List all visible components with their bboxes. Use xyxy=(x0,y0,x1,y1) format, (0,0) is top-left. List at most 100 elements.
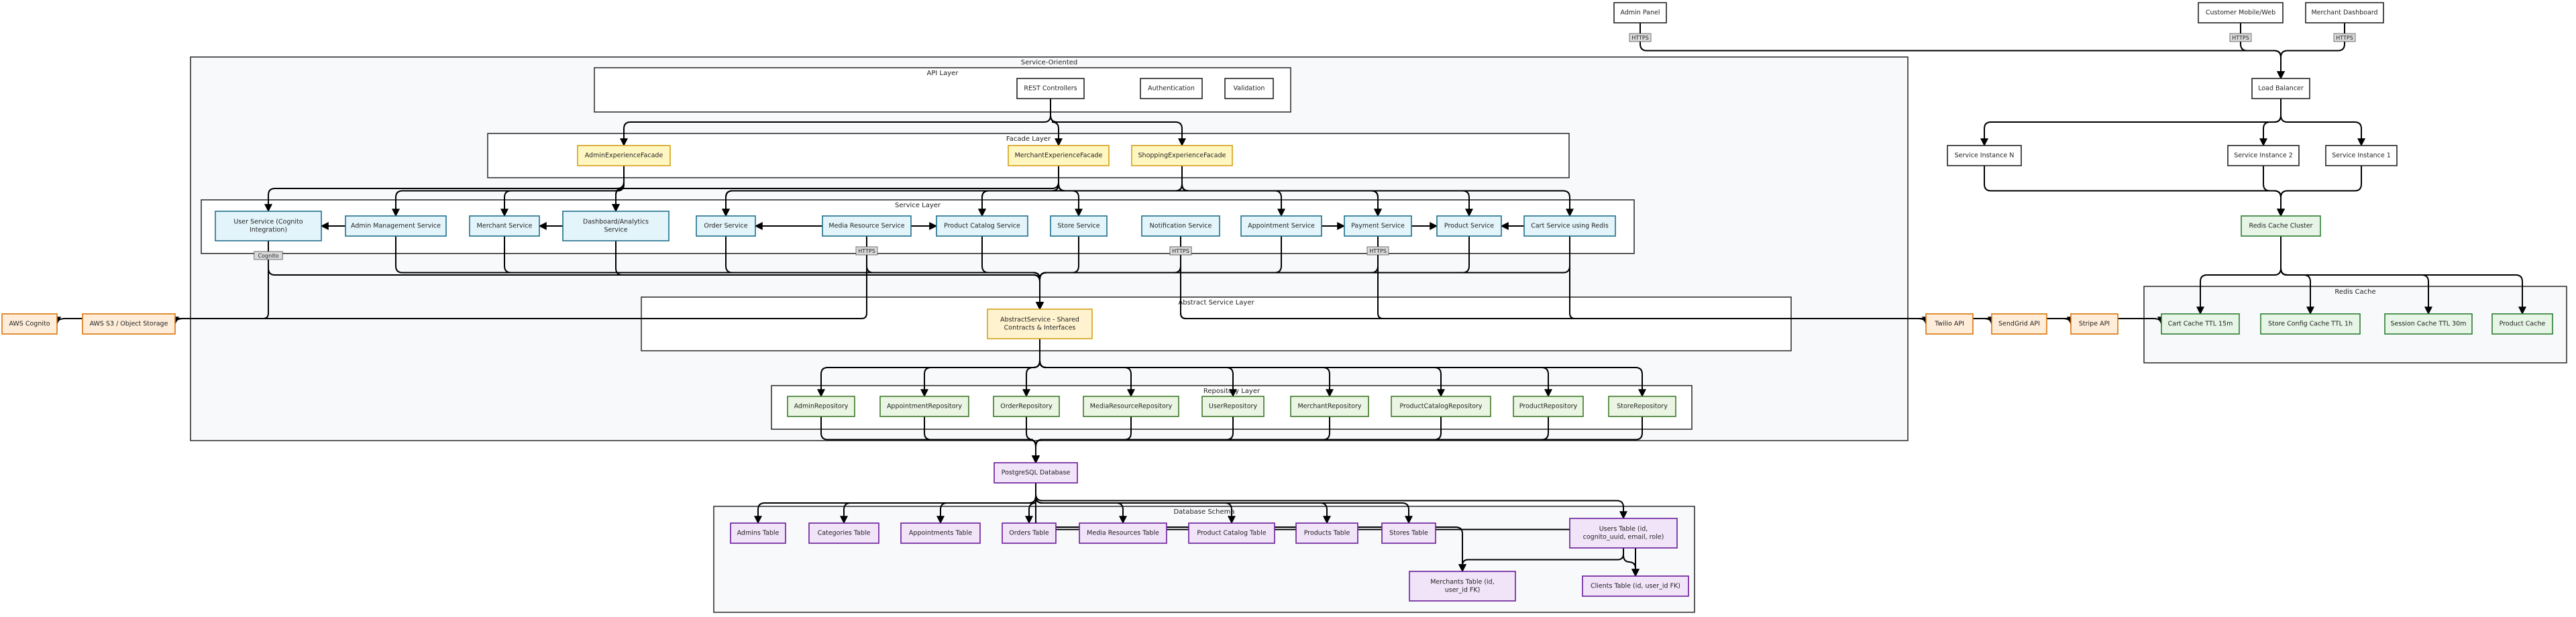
users-table-box xyxy=(1569,518,1678,549)
cart-service-node[interactable]: Cart Service using Redis xyxy=(1523,215,1616,237)
stripe-box xyxy=(2070,313,2118,335)
merchant-service-box xyxy=(469,215,540,237)
admin-panel-box xyxy=(1613,2,1667,23)
stores-table-box xyxy=(1381,522,1436,544)
merchants-table-node[interactable]: Merchants Table (id,user_id FK) xyxy=(1409,571,1516,602)
categories-table-node[interactable]: Categories Table xyxy=(808,522,879,544)
admin-mgmt-service-node[interactable]: Admin Management Service xyxy=(345,215,447,237)
edge-instance-2-to-redis-cluster xyxy=(2263,166,2285,217)
admin-panel-label-line-1: Admin Panel xyxy=(1621,9,1660,17)
merchant-repo-node[interactable]: MerchantRepository xyxy=(1290,396,1369,417)
abstract-service-label-line-2: Contracts & Interfaces xyxy=(1004,325,1076,332)
orders-table-node[interactable]: Orders Table xyxy=(1002,522,1057,544)
catalog-service-node[interactable]: Product Catalog Service xyxy=(936,215,1028,237)
stores-table-node[interactable]: Stores Table xyxy=(1381,522,1436,544)
rest-controllers-node[interactable]: REST Controllers xyxy=(1016,78,1085,99)
catalog-table-label-line-1: Product Catalog Table xyxy=(1197,530,1266,537)
user-service-label-line-1: User Service (Cognito xyxy=(233,219,303,226)
clients-table-node[interactable]: Clients Table (id, user_id FK) xyxy=(1582,575,1689,597)
media-table-label-line-1: Media Resources Table xyxy=(1087,530,1159,537)
aws-cognito-node[interactable]: AWS Cognito xyxy=(1,313,58,335)
edge-label-bg xyxy=(1629,33,1652,42)
users-table-node[interactable]: Users Table (id,cognito_uuid, email, rol… xyxy=(1569,518,1678,549)
edge-label-merchant-dashboard-to-load-balancer: HTTPS xyxy=(2333,33,2356,42)
aws-cognito-label-line-1: AWS Cognito xyxy=(9,321,50,328)
admin-repo-node[interactable]: AdminRepository xyxy=(787,396,855,417)
user-repo-node[interactable]: UserRepository xyxy=(1201,396,1265,417)
edge-order-repo-to-postgres xyxy=(1026,416,1040,464)
stripe-label-line-1: Stripe API xyxy=(2079,321,2110,328)
product-repo-node[interactable]: ProductRepository xyxy=(1513,396,1584,417)
store-cache-node[interactable]: Store Config Cache TTL 1h xyxy=(2260,313,2361,335)
sendgrid-node[interactable]: SendGrid API xyxy=(1991,313,2047,335)
media-service-node[interactable]: Media Resource Service xyxy=(822,215,912,237)
session-cache-node[interactable]: Session Cache TTL 30m xyxy=(2384,313,2473,335)
merchant-dashboard-node[interactable]: Merchant Dashboard xyxy=(2305,2,2384,23)
redis-cache-cluster-title: Redis Cache xyxy=(2334,288,2375,296)
order-service-box xyxy=(696,215,756,237)
postgres-node[interactable]: PostgreSQL Database xyxy=(994,462,1078,484)
store-repo-node[interactable]: StoreRepository xyxy=(1608,396,1676,417)
validation-box xyxy=(1224,78,1274,99)
catalog-repo-node[interactable]: ProductCatalogRepository xyxy=(1391,396,1491,417)
order-repo-node[interactable]: OrderRepository xyxy=(993,396,1060,417)
order-service-label-line-1: Order Service xyxy=(704,223,747,230)
instance-2-label-line-1: Service Instance 2 xyxy=(2234,152,2293,160)
stores-table-label-line-1: Stores Table xyxy=(1389,530,1428,537)
merchant-facade-node[interactable]: MerchantExperienceFacade xyxy=(1008,145,1110,166)
store-service-label-line-1: Store Service xyxy=(1057,223,1099,230)
twilio-node[interactable]: Twilio API xyxy=(1925,313,1974,335)
instance-2-node[interactable]: Service Instance 2 xyxy=(2227,145,2300,166)
notification-service-node[interactable]: Notification Service xyxy=(1141,215,1220,237)
edge-label-text: Cognito xyxy=(258,253,279,259)
instance-n-node[interactable]: Service Instance N xyxy=(1947,145,2022,166)
nodes: Admin Panel Customer Mobile/Web Merchant D… xyxy=(1,2,2553,602)
aws-s3-label-line-1: AWS S3 / Object Storage xyxy=(90,321,168,328)
redis-cluster-node[interactable]: Redis Cache Cluster xyxy=(2241,215,2321,237)
appointments-table-label-line-1: Appointments Table xyxy=(909,530,972,537)
database-schema-cluster-title: Database Schema xyxy=(1173,508,1234,516)
admin-panel-node[interactable]: Admin Panel xyxy=(1613,2,1667,23)
media-repo-node[interactable]: MediaResourceRepository xyxy=(1083,396,1179,417)
repository-layer-cluster-title: Repository Layer xyxy=(1203,388,1260,395)
product-service-node[interactable]: Product Service xyxy=(1436,215,1502,237)
aws-s3-node[interactable]: AWS S3 / Object Storage xyxy=(82,313,176,335)
product-repo-label-line-1: ProductRepository xyxy=(1519,403,1578,410)
catalog-table-node[interactable]: Product Catalog Table xyxy=(1188,522,1275,544)
appointments-table-box xyxy=(900,522,981,544)
edge-label-bg xyxy=(254,251,283,260)
media-table-node[interactable]: Media Resources Table xyxy=(1079,522,1167,544)
customer-app-node[interactable]: Customer Mobile/Web xyxy=(2198,2,2284,23)
product-cache-node[interactable]: Product Cache xyxy=(2491,313,2553,335)
edge-label-text: HTTPS xyxy=(2232,35,2249,41)
edge-label-bg xyxy=(2229,33,2252,42)
order-service-node[interactable]: Order Service xyxy=(696,215,756,237)
admin-repo-label-line-1: AdminRepository xyxy=(794,403,849,410)
shopping-facade-box xyxy=(1131,145,1233,166)
edge-store-repo-to-postgres xyxy=(1032,416,1643,464)
authentication-node[interactable]: Authentication xyxy=(1140,78,1203,99)
shopping-facade-node[interactable]: ShoppingExperienceFacade xyxy=(1131,145,1233,166)
edge-label-text: HTTPS xyxy=(1631,35,1649,41)
twilio-box xyxy=(1925,313,1974,335)
catalog-table-box xyxy=(1188,522,1275,544)
media-service-label-line-1: Media Resource Service xyxy=(828,223,904,230)
instance-1-node[interactable]: Service Instance 1 xyxy=(2325,145,2398,166)
admin-facade-node[interactable]: AdminExperienceFacade xyxy=(577,145,671,166)
payment-service-node[interactable]: Payment Service xyxy=(1344,215,1412,237)
products-table-node[interactable]: Products Table xyxy=(1295,522,1358,544)
appointments-table-node[interactable]: Appointments Table xyxy=(900,522,981,544)
appointment-service-node[interactable]: Appointment Service xyxy=(1240,215,1322,237)
admins-table-node[interactable]: Admins Table xyxy=(730,522,786,544)
validation-node[interactable]: Validation xyxy=(1224,78,1274,99)
load-balancer-node[interactable]: Load Balancer xyxy=(2251,78,2310,99)
cart-cache-node[interactable]: Cart Cache TTL 15m xyxy=(2161,313,2240,335)
service-oriented-cluster-title: Service-Oriented xyxy=(1021,59,1078,66)
store-service-node[interactable]: Store Service xyxy=(1050,215,1108,237)
appointment-repo-node[interactable]: AppointmentRepository xyxy=(879,396,969,417)
merchant-service-node[interactable]: Merchant Service xyxy=(469,215,540,237)
stripe-node[interactable]: Stripe API xyxy=(2070,313,2118,335)
